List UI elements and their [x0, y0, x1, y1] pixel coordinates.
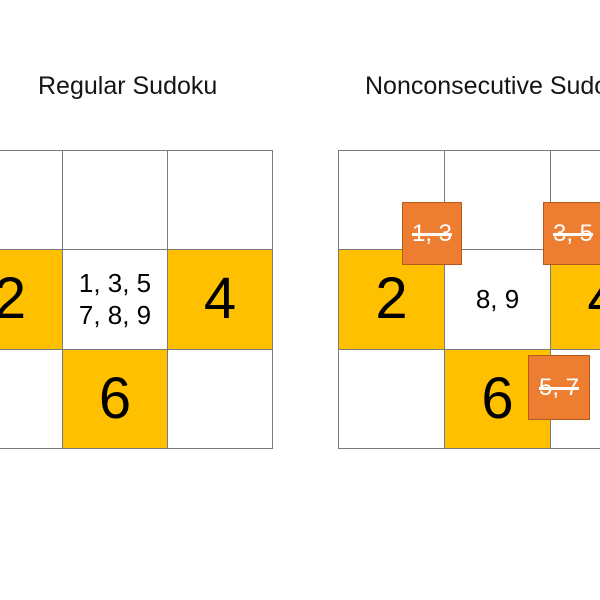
cell-r2c3: 4 [168, 250, 273, 350]
nonconsecutive-sudoku-grid: 2 8, 9 4 6 [338, 150, 600, 449]
cell-r2c1: 2 [0, 250, 63, 350]
eliminated-candidates-badge: 1, 3 [402, 202, 462, 265]
cell-r2c3: 4 [551, 250, 600, 350]
cell-r3c1 [0, 349, 63, 449]
regular-sudoku-grid: 2 1, 3, 5 7, 8, 9 4 6 [0, 150, 273, 449]
cell-r2c2: 1, 3, 5 7, 8, 9 [63, 250, 168, 350]
cell-r3c1 [339, 349, 445, 449]
eliminated-candidates-badge: 5, 7 [528, 355, 590, 420]
cell-r1c1 [0, 151, 63, 251]
right-grid-title: Nonconsecutive Sudoku [365, 72, 600, 100]
eliminated-candidates-badge: 3, 5 [543, 202, 600, 265]
cell-r1c2 [445, 151, 551, 251]
cell-r3c2: 6 [63, 349, 168, 449]
cell-r2c2: 8, 9 [445, 250, 551, 350]
cell-r1c3 [168, 151, 273, 251]
left-grid-title: Regular Sudoku [38, 72, 218, 100]
cell-r3c3 [168, 349, 273, 449]
cell-r2c1: 2 [339, 250, 445, 350]
cell-r1c2 [63, 151, 168, 251]
